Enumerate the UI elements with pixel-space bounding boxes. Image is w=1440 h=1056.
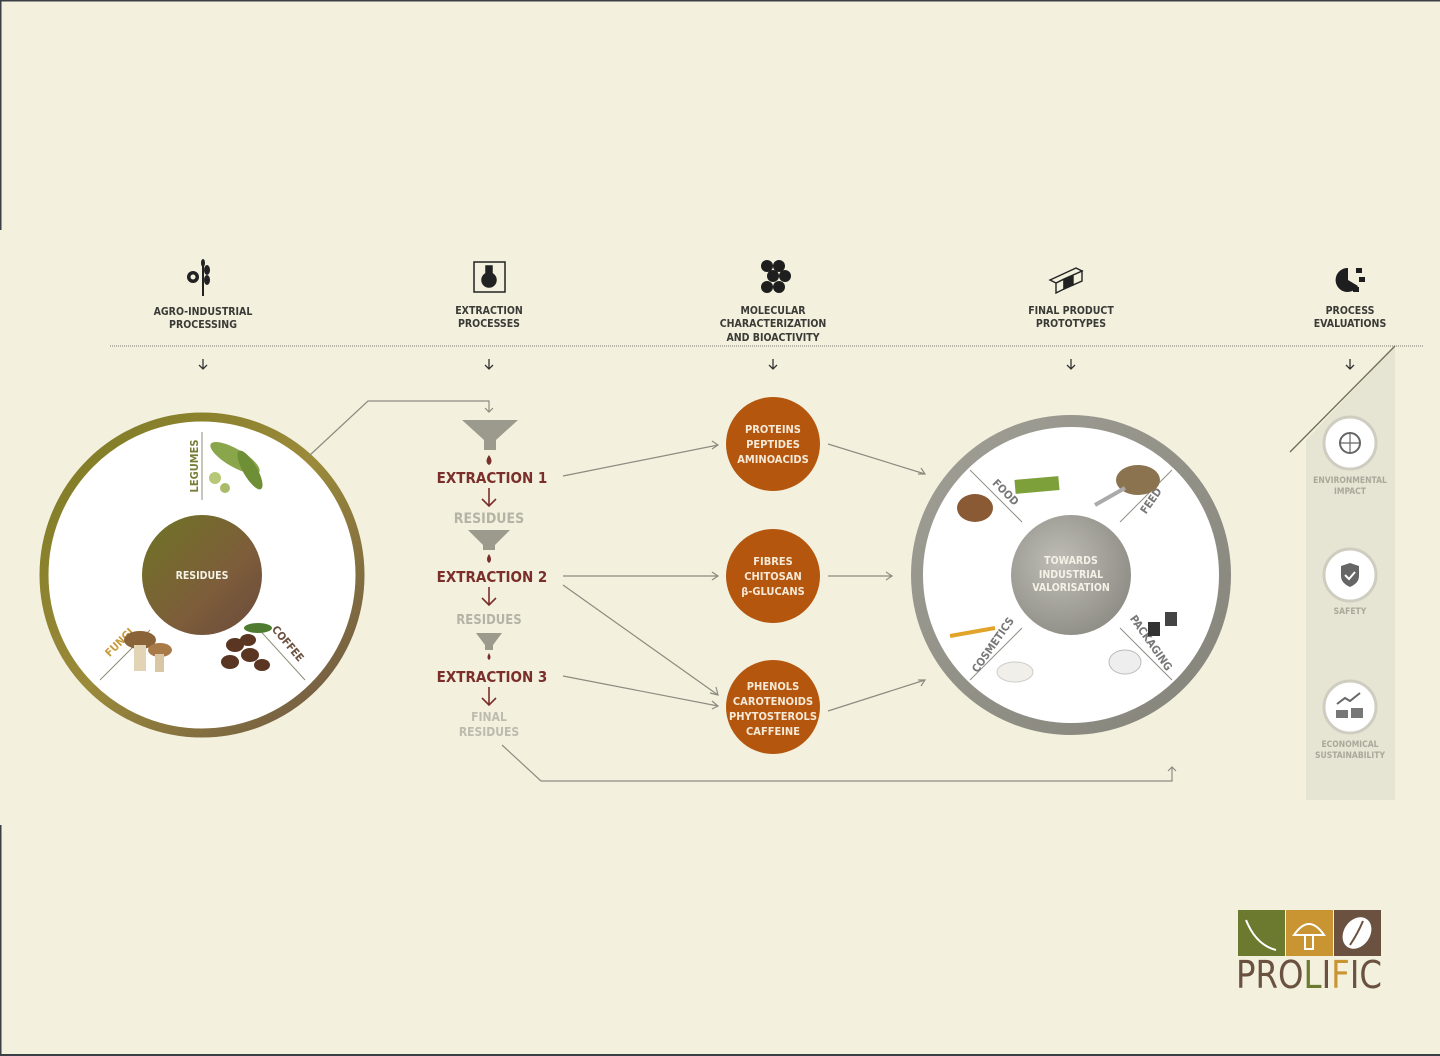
svg-text:AMINOACIDS: AMINOACIDS bbox=[737, 453, 809, 466]
svg-text:PHENOLS: PHENOLS bbox=[747, 680, 799, 693]
funnel-icon bbox=[476, 633, 502, 650]
svg-text:PHYTOSTEROLS: PHYTOSTEROLS bbox=[729, 710, 817, 723]
svg-text:IMPACT: IMPACT bbox=[1334, 487, 1367, 497]
arrowhead bbox=[484, 407, 494, 413]
final-residues-label: RESIDUES bbox=[459, 725, 519, 739]
stage-label: PROTOTYPES bbox=[1036, 318, 1106, 330]
coffee-image bbox=[221, 623, 272, 671]
svg-text:FIBRES: FIBRES bbox=[753, 555, 793, 568]
stage-label: MOLECULAR bbox=[740, 305, 806, 317]
extraction-3-label: EXTRACTION 3 bbox=[437, 668, 548, 686]
pie-chart-icon bbox=[1335, 267, 1365, 292]
residues-center-label: RESIDUES bbox=[176, 570, 229, 582]
evaluation-environmental: ENVIRONMENTAL IMPACT bbox=[1313, 415, 1387, 497]
residues-label: RESIDUES bbox=[456, 613, 521, 628]
svg-text:INDUSTRIAL: INDUSTRIAL bbox=[1039, 569, 1103, 581]
stage-label: CHARACTERIZATION bbox=[720, 318, 827, 330]
molecule-icon bbox=[761, 260, 791, 293]
mushroom-icon bbox=[1292, 923, 1326, 950]
stage-label: PROCESSING bbox=[169, 319, 237, 331]
panel-diagonal bbox=[1289, 345, 1396, 453]
feed-image bbox=[1094, 465, 1160, 507]
residues-circle: RESIDUES LEGUMES FUNGI COFFEE bbox=[39, 412, 365, 738]
packaging-image bbox=[1108, 612, 1177, 675]
svg-text:β-GLUCANS: β-GLUCANS bbox=[741, 585, 805, 598]
stage-label: PROCESS bbox=[1326, 305, 1375, 317]
connectors bbox=[501, 440, 1177, 782]
stage-label: EVALUATIONS bbox=[1314, 318, 1387, 330]
food-image bbox=[957, 476, 1060, 522]
drop-icon bbox=[487, 653, 491, 660]
stage-label: EXTRACTION bbox=[455, 305, 523, 317]
funnel-icon bbox=[462, 420, 518, 450]
down-arrow-icon bbox=[481, 488, 497, 508]
drop-icon bbox=[486, 455, 492, 465]
svg-text:CAFFEINE: CAFFEINE bbox=[746, 725, 800, 738]
svg-text:VALORISATION: VALORISATION bbox=[1032, 582, 1110, 594]
stage-label: PROCESSES bbox=[458, 318, 520, 330]
stage-label: AND BIOACTIVITY bbox=[726, 332, 819, 344]
prolific-logo: PROLIFIC bbox=[1236, 910, 1382, 997]
svg-text:PROTEINS: PROTEINS bbox=[745, 423, 801, 436]
molecule-fibres: FIBRES CHITOSAN β-GLUCANS bbox=[726, 529, 820, 623]
down-arrow-icons bbox=[198, 359, 1355, 370]
svg-text:ENVIRONMENTAL: ENVIRONMENTAL bbox=[1313, 476, 1387, 486]
legumes-image bbox=[209, 441, 263, 493]
extraction-1-label: EXTRACTION 1 bbox=[437, 469, 548, 487]
svg-text:ECONOMICAL: ECONOMICAL bbox=[1321, 740, 1378, 750]
svg-text:CAROTENOIDS: CAROTENOIDS bbox=[733, 695, 813, 708]
valorisation-circle: TOWARDS INDUSTRIAL VALORISATION FOOD FEE… bbox=[911, 415, 1231, 735]
extraction-cascade: EXTRACTION 1 RESIDUES EXTRACTION 2 RESID… bbox=[437, 420, 548, 739]
stage-label: FINAL PRODUCT bbox=[1028, 305, 1114, 317]
svg-text:PROLIFIC: PROLIFIC bbox=[1236, 953, 1382, 997]
evaluation-economical: ECONOMICAL SUSTAINABILITY bbox=[1315, 679, 1385, 761]
svg-text:CHITOSAN: CHITOSAN bbox=[744, 570, 801, 583]
svg-text:SUSTAINABILITY: SUSTAINABILITY bbox=[1315, 751, 1385, 761]
shield-check-icon bbox=[1341, 563, 1359, 587]
fungi-image bbox=[124, 631, 172, 672]
flask-cycle-icon bbox=[473, 261, 506, 293]
connector-residues-to-extraction bbox=[309, 400, 490, 456]
down-arrow-icon bbox=[481, 587, 497, 607]
residues-label: RESIDUES bbox=[454, 511, 524, 527]
wheat-gear-icon bbox=[187, 259, 210, 296]
drop-icon bbox=[487, 554, 491, 563]
funnel-icon bbox=[468, 530, 510, 550]
stage-label: AGRO-INDUSTRIAL bbox=[154, 306, 253, 318]
cosmetics-image bbox=[949, 626, 1034, 683]
svg-text:TOWARDS: TOWARDS bbox=[1044, 555, 1098, 567]
svg-text:SAFETY: SAFETY bbox=[1334, 607, 1367, 617]
down-arrow-icon bbox=[481, 687, 497, 707]
molecule-phenols: PHENOLS CAROTENOIDS PHYTOSTEROLS CAFFEIN… bbox=[726, 660, 820, 754]
legumes-label: LEGUMES bbox=[188, 440, 201, 493]
svg-text:PEPTIDES: PEPTIDES bbox=[746, 438, 800, 451]
cubes-icon bbox=[1048, 267, 1084, 295]
extraction-2-label: EXTRACTION 2 bbox=[437, 568, 548, 586]
pea-pod-icon bbox=[1245, 919, 1277, 951]
final-residues-label: FINAL bbox=[471, 710, 507, 724]
evaluation-safety: SAFETY bbox=[1322, 547, 1378, 617]
molecule-proteins: PROTEINS PEPTIDES AMINOACIDS bbox=[726, 397, 820, 491]
growth-coins-icon bbox=[1336, 692, 1361, 705]
